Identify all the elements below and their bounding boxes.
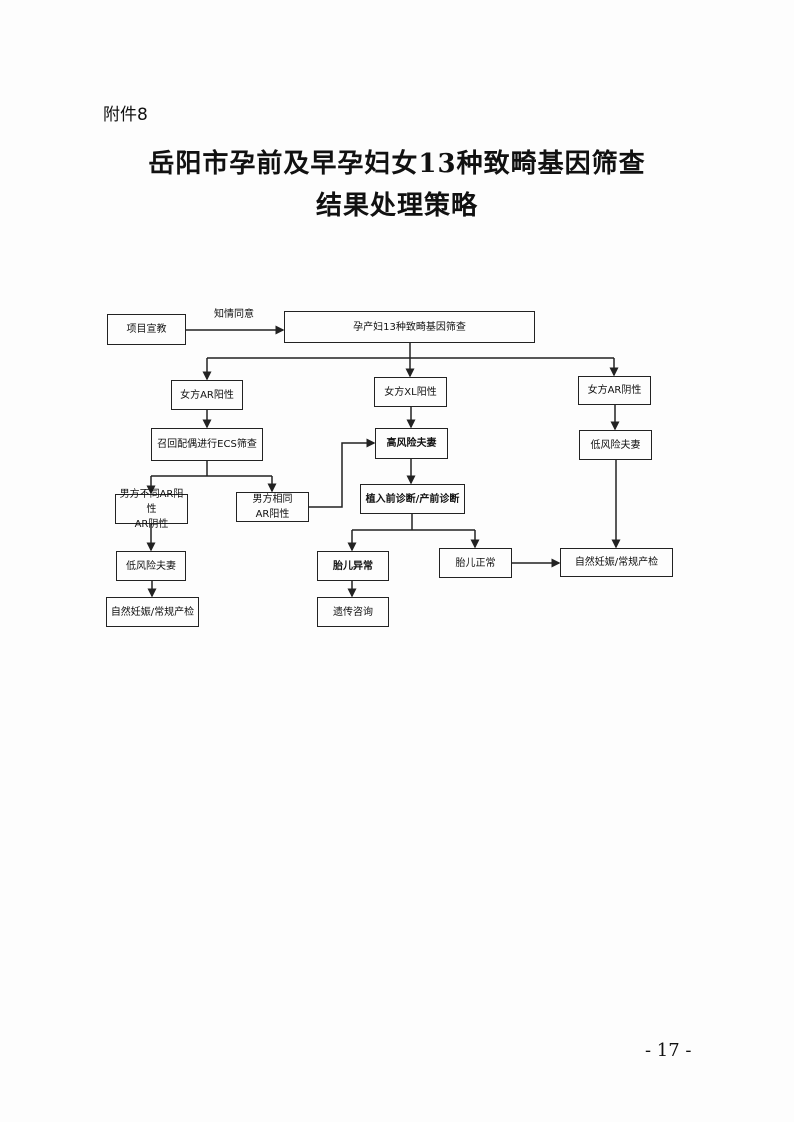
attachment-label: 附件8 bbox=[103, 105, 148, 125]
node-screening: 孕产妇13种致畸基因筛查 bbox=[284, 311, 535, 343]
node-fetus-abnormal: 胎儿异常 bbox=[317, 551, 389, 581]
node-label: AR阳性 bbox=[255, 509, 290, 520]
node-low-risk-right: 低风险夫妻 bbox=[579, 430, 652, 460]
node-label: 女方AR阳性 bbox=[180, 389, 234, 401]
node-female-ar-negative: 女方AR阴性 bbox=[578, 376, 651, 405]
node-label: 男方相同 bbox=[252, 494, 293, 505]
node-label: 高风险夫妻 bbox=[386, 438, 437, 449]
node-female-xl-positive: 女方XL阳性 bbox=[374, 377, 447, 407]
node-genetic-counseling: 遗传咨询 bbox=[317, 597, 389, 627]
node-low-risk-left: 低风险夫妻 bbox=[116, 551, 186, 581]
node-label: 遗传咨询 bbox=[333, 606, 373, 618]
node-label: 男方不同AR阳性 bbox=[119, 488, 184, 515]
node-natural-pregnancy-right: 自然妊娠/常规产检 bbox=[560, 548, 673, 577]
node-male-same: 男方相同 AR阳性 bbox=[236, 492, 309, 522]
node-label: 女方XL阳性 bbox=[384, 386, 437, 398]
node-label: 项目宣教 bbox=[126, 324, 167, 335]
node-fetus-normal: 胎儿正常 bbox=[439, 548, 512, 578]
node-education: 项目宣教 bbox=[107, 314, 186, 345]
node-label: 自然妊娠/常规产检 bbox=[574, 557, 659, 568]
node-label: 胎儿异常 bbox=[333, 560, 373, 572]
node-label: 胎儿正常 bbox=[455, 557, 496, 569]
node-natural-pregnancy-left: 自然妊娠/常规产检 bbox=[106, 597, 199, 627]
node-prenatal-diagnosis: 植入前诊断/产前诊断 bbox=[360, 484, 465, 514]
node-label: AR阴性 bbox=[134, 518, 169, 530]
node-label: 植入前诊断/产前诊断 bbox=[365, 493, 460, 505]
node-male-different: 男方不同AR阳性 AR阴性 bbox=[115, 489, 188, 530]
page-title-line2: 结果处理策略 bbox=[315, 191, 478, 221]
node-label: 女方AR阴性 bbox=[587, 385, 642, 396]
edge-label-informed-consent: 知情同意 bbox=[214, 309, 254, 320]
node-label: 自然妊娠/常规产检 bbox=[110, 606, 195, 618]
page-number: - 17 - bbox=[645, 1040, 692, 1061]
node-female-ar-positive: 女方AR阳性 bbox=[171, 380, 243, 410]
node-label: 召回配偶进行ECS筛查 bbox=[157, 439, 257, 450]
page-title-line1: 岳阳市孕前及早孕妇女13种致畸基因筛查 bbox=[148, 149, 646, 179]
node-recall-spouse: 召回配偶进行ECS筛查 bbox=[151, 428, 263, 461]
node-label: 孕产妇13种致畸基因筛查 bbox=[353, 321, 466, 333]
node-high-risk: 高风险夫妻 bbox=[375, 428, 448, 459]
node-label: 低风险夫妻 bbox=[126, 560, 176, 572]
node-label: 低风险夫妻 bbox=[590, 439, 641, 451]
